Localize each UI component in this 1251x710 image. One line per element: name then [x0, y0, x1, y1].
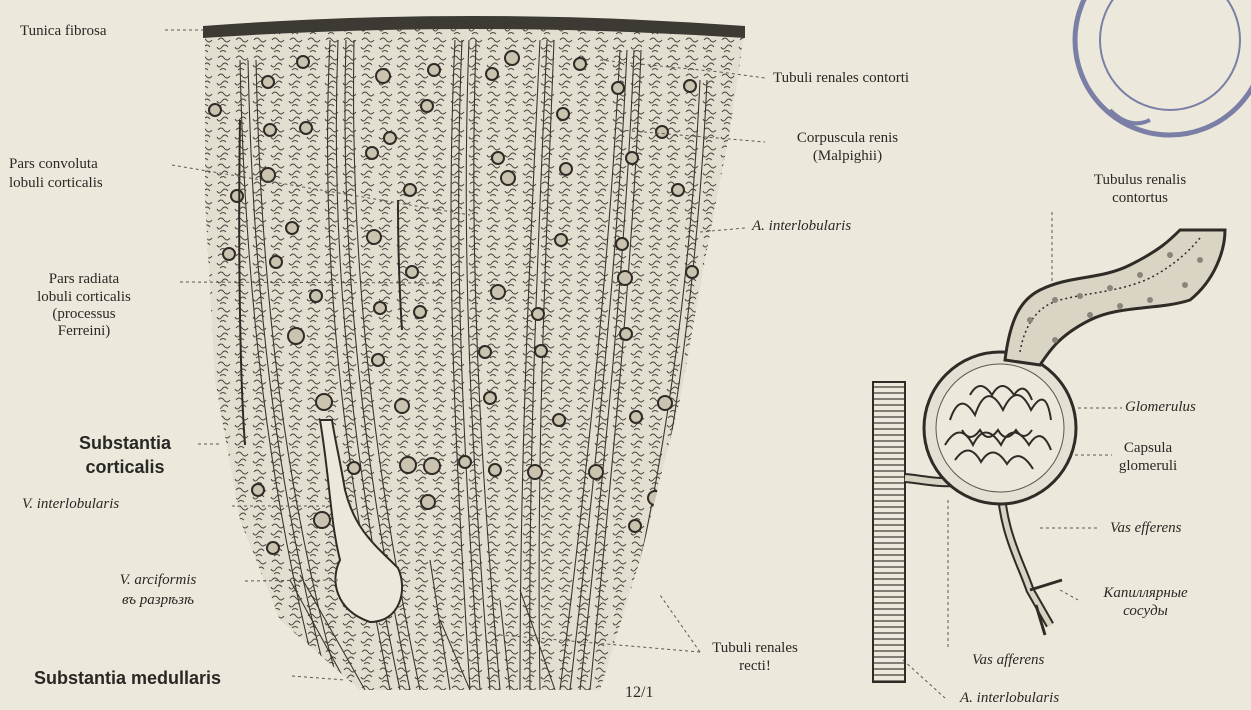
label-capsula-1: Capsula [1108, 440, 1188, 457]
label-vas-efferens: Vas efferens [1110, 520, 1182, 537]
label-v-arciformis-2: въ разрѣзѣ [78, 592, 238, 609]
label-capillaries-2: сосуды [1078, 603, 1213, 620]
label-pars-radiata-4: Ferreini) [8, 323, 160, 340]
label-corpuscula-renis-1: Corpuscula renis [765, 130, 930, 147]
label-a-interlobularis: A. interlobularis [752, 218, 851, 235]
label-substantia-medullaris: Substantia medullaris [34, 667, 221, 689]
cortex-wedge [200, 28, 760, 698]
label-tubuli-contorti: Tubuli renales contorti [773, 70, 909, 87]
label-substantia-corticalis-1: Substantia [60, 432, 190, 454]
label-tubulus-contortus-2: contortus [1065, 190, 1215, 207]
label-pars-convoluta-2: lobuli corticalis [9, 175, 103, 192]
label-pars-radiata-2: lobuli corticalis [8, 289, 160, 306]
page-number: 12/1 [625, 684, 653, 701]
label-capillaries-1: Капиллярные [1078, 585, 1213, 602]
label-capsula-2: glomeruli [1108, 458, 1188, 475]
label-substantia-corticalis-2: corticalis [60, 456, 190, 478]
label-glomerulus: Glomerulus [1125, 399, 1196, 416]
a-interlobularis-vessel [873, 382, 905, 682]
label-pars-radiata-1: Pars radiata [8, 271, 160, 288]
label-pars-convoluta-1: Pars convoluta [9, 156, 98, 173]
label-v-interlobularis: V. interlobularis [22, 496, 119, 513]
label-corpuscula-renis-2: (Malpighii) [765, 148, 930, 165]
label-tubuli-recti-1: Tubuli renales [705, 640, 805, 657]
label-v-arciformis-1: V. arciformis [78, 572, 238, 589]
library-stamp [1040, 0, 1251, 150]
label-pars-radiata-3: (processus [8, 306, 160, 323]
tubulus-contortus [1005, 230, 1225, 365]
label-vas-afferens: Vas afferens [972, 652, 1044, 669]
label-tunica-fibrosa: Tunica fibrosa [20, 23, 107, 40]
label-tubulus-contortus-1: Tubulus renalis [1065, 172, 1215, 189]
label-tubuli-recti-2: recti! [705, 658, 805, 675]
label-a-interlobularis-2: A. interlobularis [960, 690, 1059, 707]
